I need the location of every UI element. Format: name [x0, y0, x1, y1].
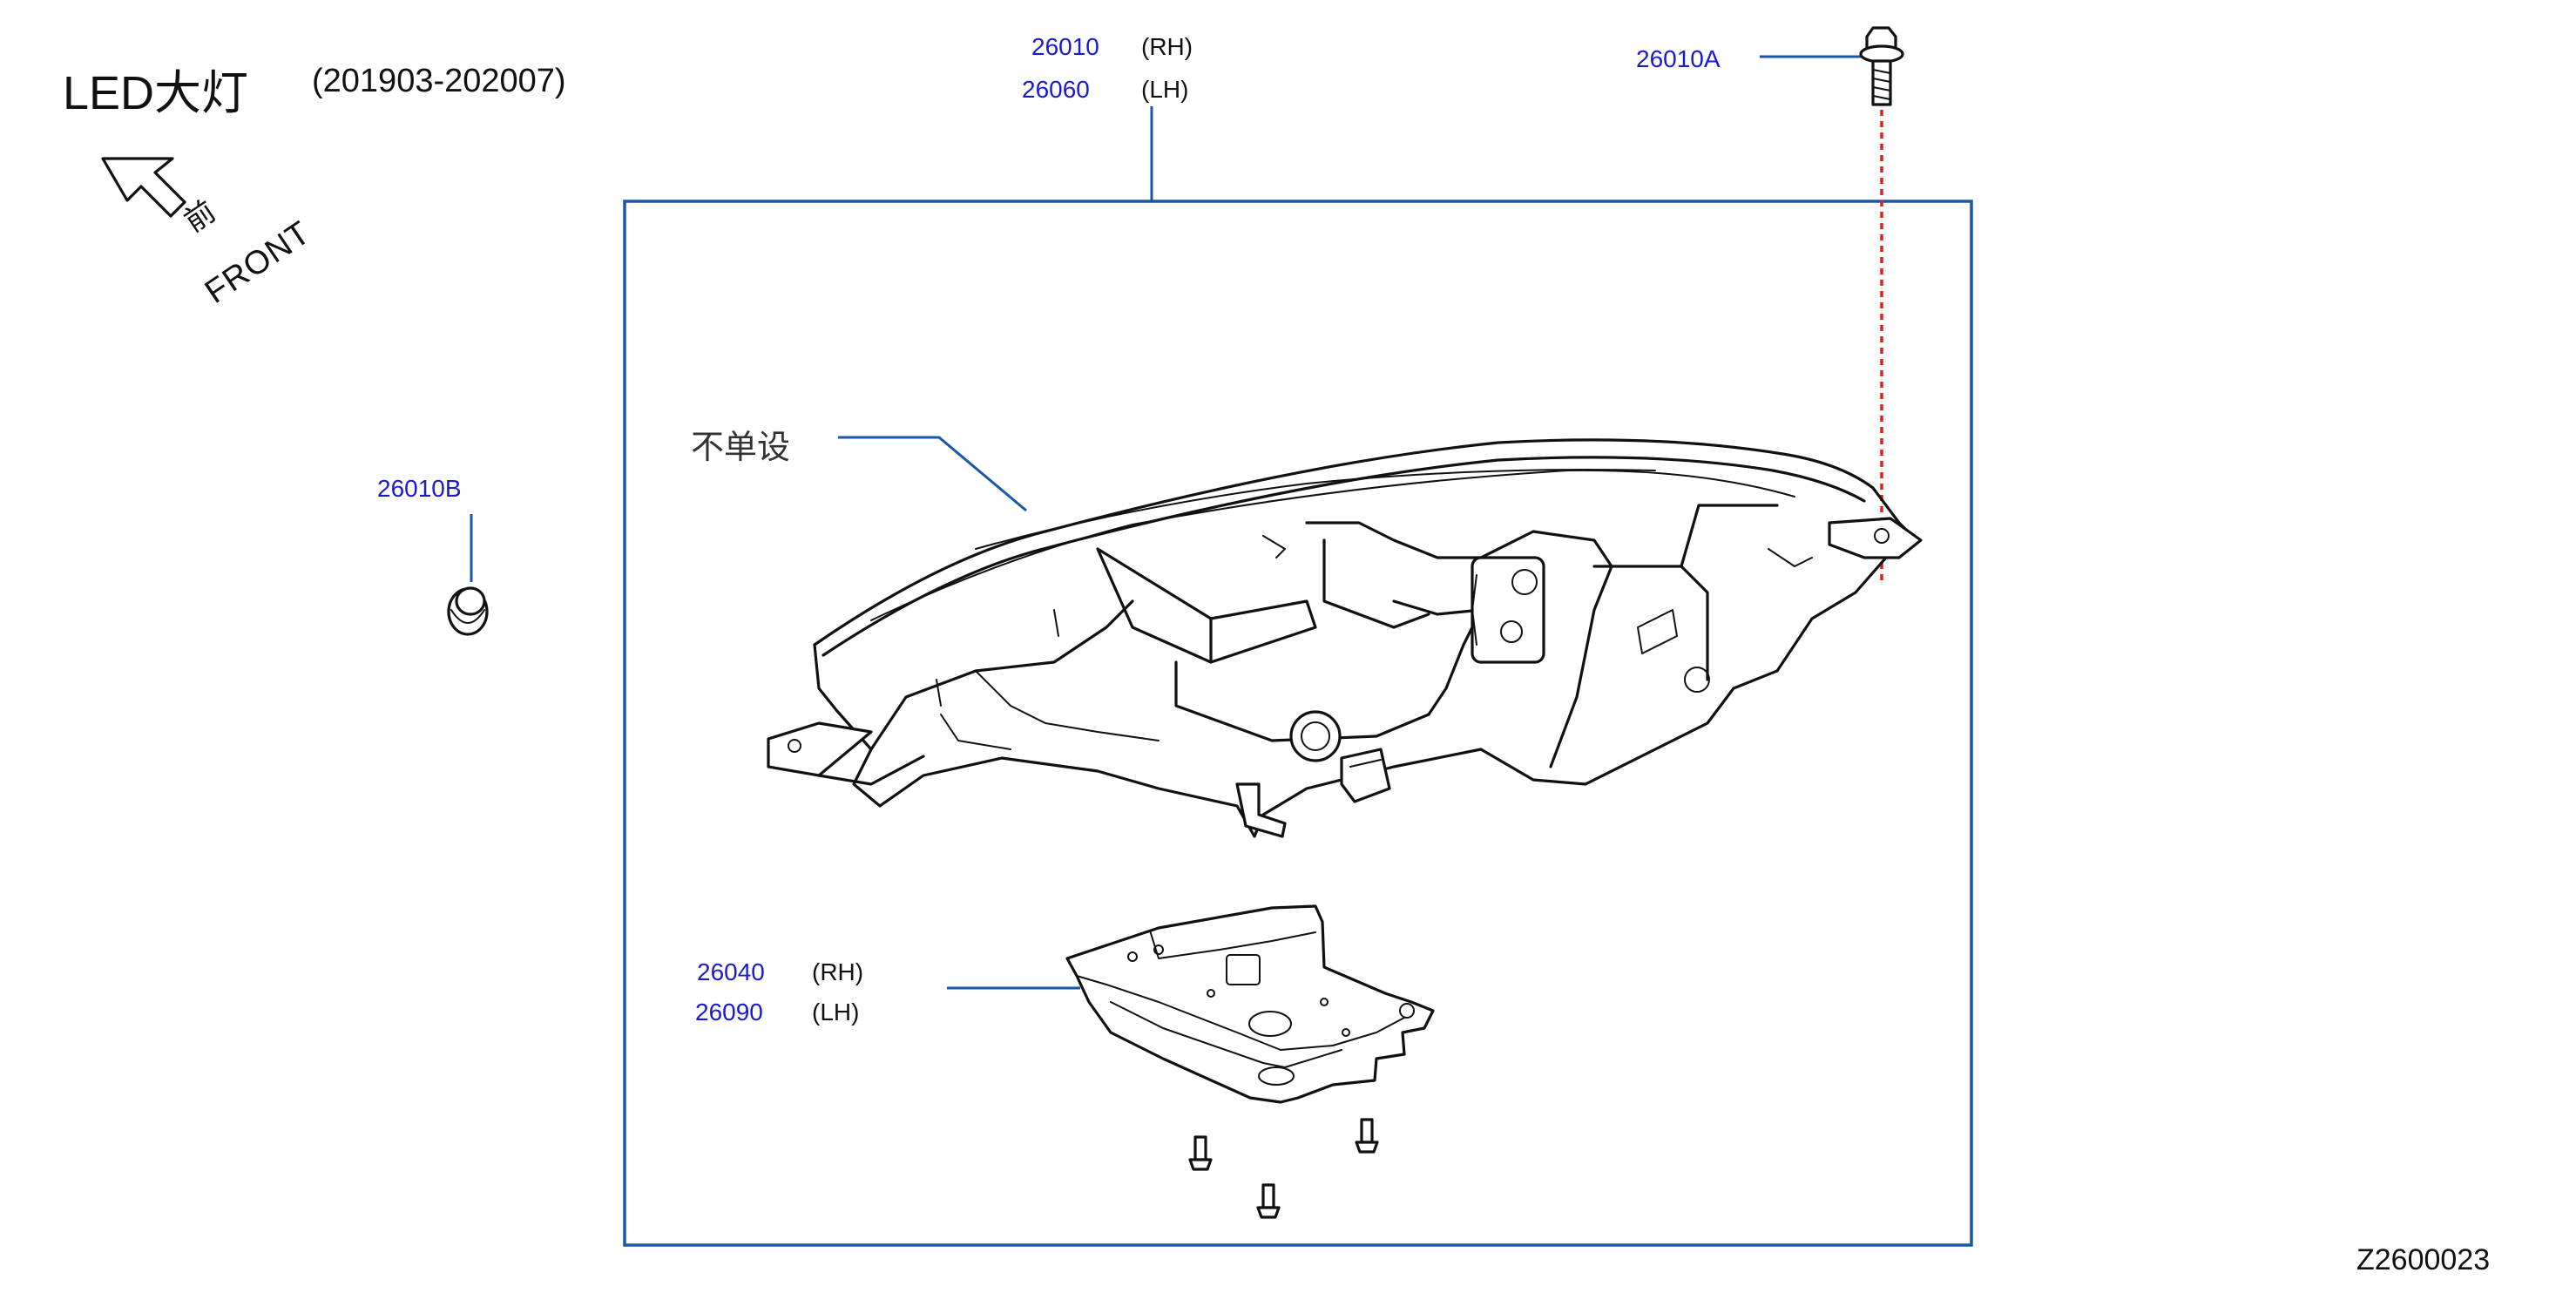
model-period: (201903-202007) — [312, 63, 566, 99]
bolt-icon — [1859, 26, 1904, 106]
diagram-title: LED大灯 — [63, 67, 249, 119]
part-number-26010a[interactable]: 26010A — [1636, 45, 1721, 72]
side-rh-label: (RH) — [812, 958, 864, 985]
under-cover — [1065, 904, 1435, 1104]
leader-not-sold-separately — [838, 436, 1027, 512]
headlamp-assembly — [767, 438, 1923, 838]
side-lh-label: (LH) — [812, 999, 860, 1026]
screw-icon — [1188, 1135, 1213, 1171]
part-number-26010[interactable]: 26010 — [1031, 33, 1099, 60]
side-rh-label: (RH) — [1141, 33, 1193, 60]
part-number-26040[interactable]: 26040 — [697, 958, 765, 985]
assembly-frame — [623, 200, 1973, 1247]
part-number-26090[interactable]: 26090 — [695, 999, 763, 1026]
side-lh-label: (LH) — [1141, 76, 1189, 103]
diagram-code: Z2600023 — [2356, 1243, 2491, 1276]
part-number-26010b[interactable]: 26010B — [377, 475, 462, 502]
not-sold-separately-note: 不单设 — [691, 430, 791, 466]
cap-icon — [447, 586, 489, 636]
screw-icon — [1355, 1118, 1379, 1154]
front-arrow-icon — [101, 157, 186, 218]
part-number-26060[interactable]: 26060 — [1022, 76, 1090, 103]
screw-icon — [1256, 1183, 1281, 1219]
